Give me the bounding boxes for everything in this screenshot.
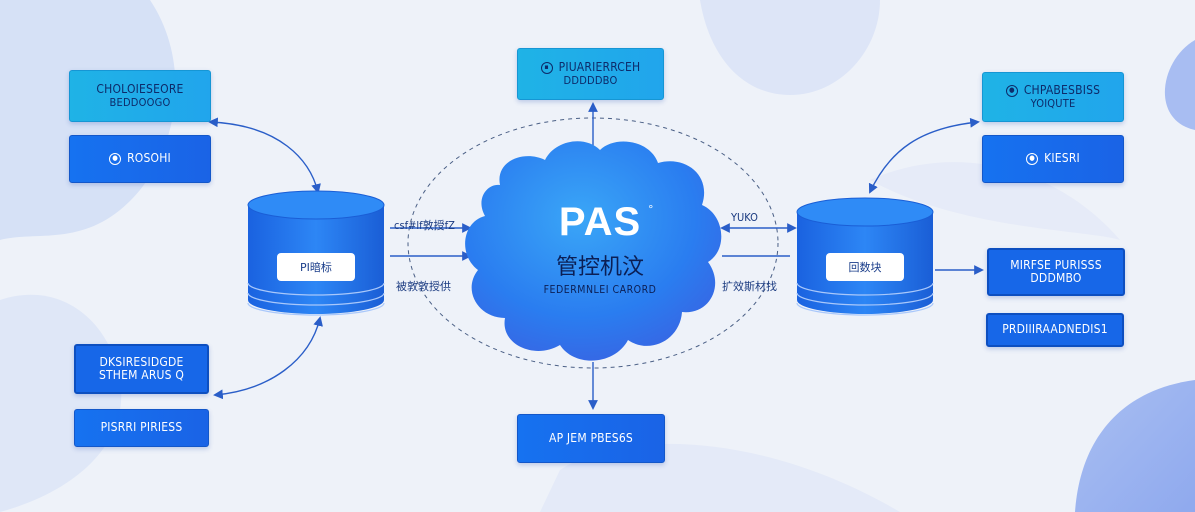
right-mid-box-line1: MIRFSE PURISSS [1010,257,1102,272]
top-box-line1: PIUARIERRCEH [558,60,641,75]
left-top-button-icon: ● [109,153,122,165]
right-top-button-icon: ● [1026,153,1039,165]
top-box[interactable]: ▪ PIUARIERRCEH DDDDDBO [517,48,664,100]
edge-label-right-bottom: 扩效斯材找 [722,280,777,293]
right-top-box[interactable]: ● CHPABESBISS YOIQUTE [982,72,1124,122]
left-bottom-box[interactable]: DKSIRESIDGDE STHEM ARUS Q [74,344,209,394]
right-low-box-line1: PRDIIIRAADNEDIS1 [1002,322,1108,337]
top-box-line2: DDDDDBO [563,73,618,87]
edge-label-right-top: YUKO [731,211,758,224]
left-top-box-line1: CHOLOIESEORE [96,82,184,97]
pas-title-mark: ° [648,202,654,216]
left-bottom-button-label: PISRRI PIRIESS [100,420,183,435]
left-top-button-label: ROSOHI [127,151,171,166]
right-mid-box[interactable]: MIRFSE PURISSS DDDMBO [987,248,1125,296]
bottom-box[interactable]: AP JEM PBES6S [517,414,665,463]
right-top-button-label: KIESRI [1044,151,1080,166]
left-top-box-line2: BEDDOOGO [109,95,171,109]
pas-title: PAS [558,200,642,244]
edge-label-left-top: csf#lf敦授fZ [394,219,455,232]
left-top-box[interactable]: CHOLOIESEORE BEDDOOGO [69,70,211,122]
left-bottom-box-line2: STHEM ARUS Q [98,368,185,382]
left-top-button[interactable]: ● ROSOHI [69,135,211,183]
right-top-button[interactable]: ● KIESRI [982,135,1124,183]
right-top-box-icon: ● [1005,84,1018,97]
edge-label-left-bottom: 被敦敦授供 [396,280,451,293]
pas-center-label: PAS ° 管控机汶 FEDERMNLEI CARORD [500,200,700,296]
right-low-box[interactable]: PRDIIIRAADNEDIS1 [986,313,1124,347]
right-top-box-line1: CHPABESBISS [1023,83,1101,98]
pas-subtitle-cn: 管控机汶 [555,255,644,280]
left-database-label: PI暗标 [277,253,355,281]
right-mid-box-line2: DDDMBO [1030,271,1082,285]
left-bottom-box-line1: DKSIRESIDGDE [99,354,184,369]
left-bottom-button[interactable]: PISRRI PIRIESS [74,409,209,447]
right-top-box-line2: YOIQUTE [1030,96,1076,110]
bottom-box-line1: AP JEM PBES6S [549,430,633,445]
right-database-label: 回数块 [826,253,904,281]
top-box-icon: ▪ [540,61,553,74]
pas-subtitle-en: FEDERMNLEI CARORD [543,284,657,296]
